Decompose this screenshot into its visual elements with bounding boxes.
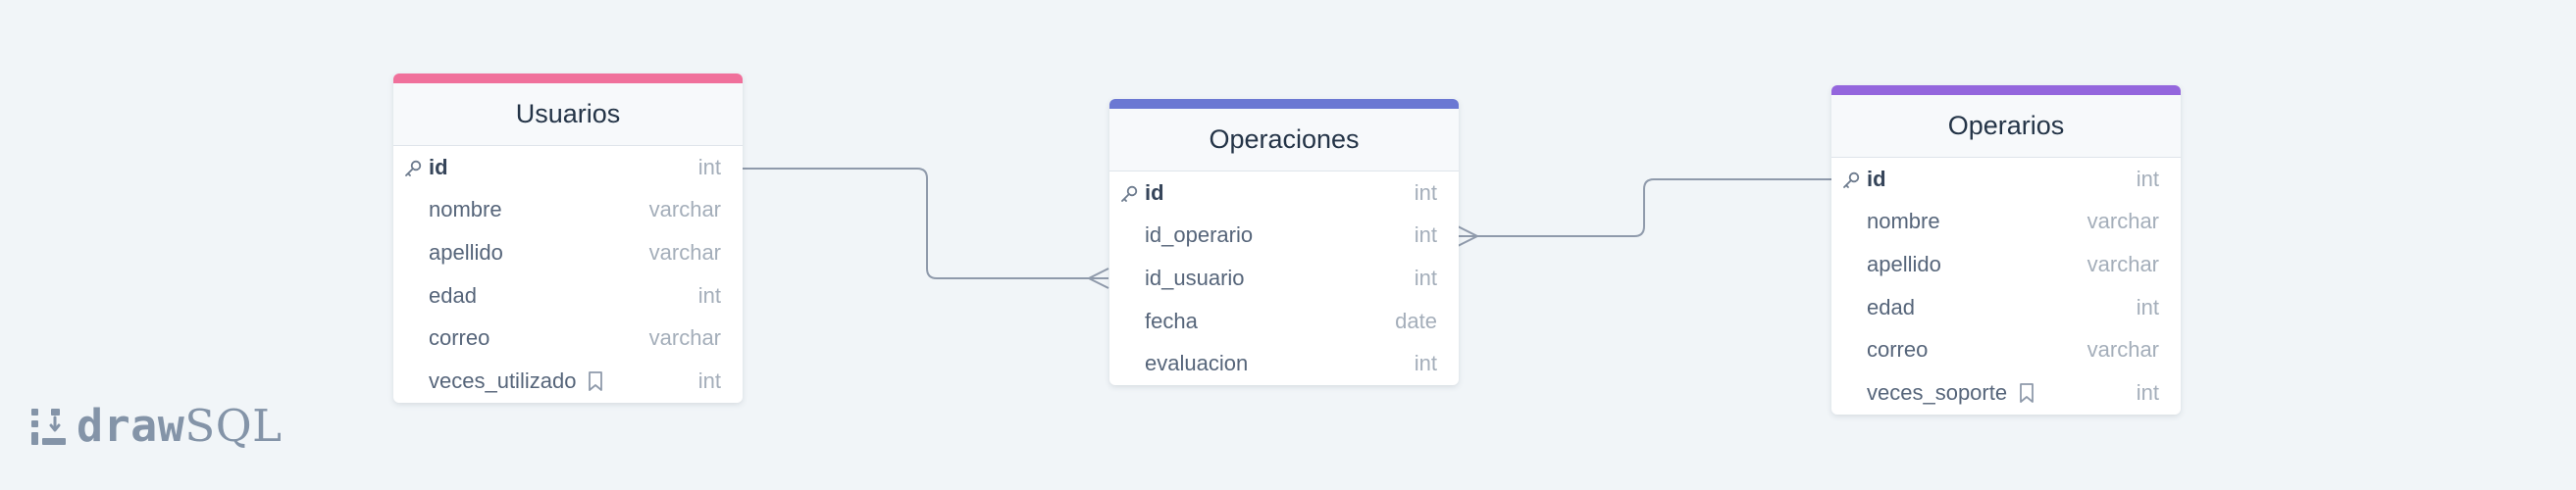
- column-type: varchar: [2087, 337, 2159, 363]
- drawsql-logo-icon: [31, 408, 66, 445]
- column-row-apellido[interactable]: apellido varchar: [1831, 243, 2181, 286]
- column-type: int: [2136, 166, 2159, 191]
- column-type: varchar: [2087, 251, 2159, 276]
- column-name: id: [1145, 179, 1164, 205]
- column-row-id-operario[interactable]: id_operario int: [1109, 215, 1459, 258]
- column-name: id_usuario: [1145, 265, 1245, 290]
- column-name: veces_utilizado: [429, 368, 577, 393]
- column-name: apellido: [1867, 251, 1941, 276]
- column-type: int: [1414, 265, 1437, 290]
- bookmark-icon[interactable]: [586, 370, 605, 392]
- column-row-id[interactable]: id int: [1831, 158, 2181, 201]
- column-row-evaluacion[interactable]: evaluacion int: [1109, 342, 1459, 385]
- column-row-fecha[interactable]: fecha date: [1109, 300, 1459, 343]
- column-row-veces-utilizado[interactable]: veces_utilizado int: [393, 360, 743, 403]
- key-icon: [405, 160, 422, 176]
- column-row-id[interactable]: id int: [393, 146, 743, 189]
- column-name: nombre: [429, 197, 502, 222]
- column-type: varchar: [648, 239, 721, 265]
- relationship-usuarios-operaciones: [743, 168, 1108, 279]
- column-name: edad: [429, 282, 477, 308]
- logo-text-sql: SQL: [184, 400, 283, 452]
- logo-text-draw: draw: [77, 400, 185, 452]
- column-type: int: [1414, 222, 1437, 248]
- table-title[interactable]: Usuarios: [393, 83, 743, 146]
- table-title[interactable]: Operaciones: [1109, 109, 1459, 172]
- column-type: int: [697, 154, 721, 179]
- key-icon: [1843, 172, 1860, 188]
- bookmark-icon[interactable]: [2017, 382, 2036, 404]
- column-type: varchar: [2087, 209, 2159, 234]
- column-row-id-usuario[interactable]: id_usuario int: [1109, 257, 1459, 300]
- column-type: varchar: [648, 325, 721, 351]
- column-name: evaluacion: [1145, 351, 1249, 376]
- table-operaciones[interactable]: Operaciones id int id_operario int id_us…: [1109, 99, 1459, 385]
- column-type: int: [697, 368, 721, 393]
- column-row-apellido[interactable]: apellido varchar: [393, 231, 743, 274]
- table-color-bar: [393, 74, 743, 83]
- column-row-nombre[interactable]: nombre varchar: [393, 189, 743, 232]
- table-usuarios[interactable]: Usuarios id int nombre varchar apellido …: [393, 74, 743, 403]
- column-type: int: [1414, 351, 1437, 376]
- column-row-correo[interactable]: correo varchar: [1831, 328, 2181, 371]
- column-type: int: [1414, 179, 1437, 205]
- column-row-edad[interactable]: edad int: [393, 274, 743, 318]
- column-name: nombre: [1867, 209, 1940, 234]
- column-type: varchar: [648, 197, 721, 222]
- column-row-correo[interactable]: correo varchar: [393, 317, 743, 360]
- column-row-edad[interactable]: edad int: [1831, 286, 2181, 329]
- column-name: edad: [1867, 294, 1915, 319]
- column-type: int: [2136, 379, 2159, 405]
- column-row-nombre[interactable]: nombre varchar: [1831, 201, 2181, 244]
- table-color-bar: [1109, 99, 1459, 109]
- column-name: apellido: [429, 239, 503, 265]
- key-icon: [1121, 185, 1138, 202]
- column-name: id_operario: [1145, 222, 1254, 248]
- column-name: id: [429, 154, 448, 179]
- drawsql-logo[interactable]: drawSQL: [29, 400, 282, 452]
- relationship-operarios-operaciones: [1458, 178, 1832, 237]
- column-name: id: [1867, 166, 1886, 191]
- column-row-veces-soporte[interactable]: veces_soporte int: [1831, 371, 2181, 415]
- crow-foot-id-usuario: [1088, 268, 1109, 289]
- drawsql-logo-text: drawSQL: [77, 400, 282, 452]
- column-type: int: [697, 282, 721, 308]
- column-name: correo: [1867, 337, 1929, 363]
- table-title[interactable]: Operarios: [1831, 95, 2181, 158]
- column-type: date: [1395, 308, 1437, 333]
- table-operarios[interactable]: Operarios id int nombre varchar apellido…: [1831, 85, 2181, 415]
- column-type: int: [2136, 294, 2159, 319]
- column-name: veces_soporte: [1867, 379, 2008, 405]
- column-row-id[interactable]: id int: [1109, 172, 1459, 215]
- table-color-bar: [1831, 85, 2181, 95]
- column-name: correo: [429, 325, 490, 351]
- crow-foot-id-operario: [1457, 225, 1478, 247]
- column-name: fecha: [1145, 308, 1198, 333]
